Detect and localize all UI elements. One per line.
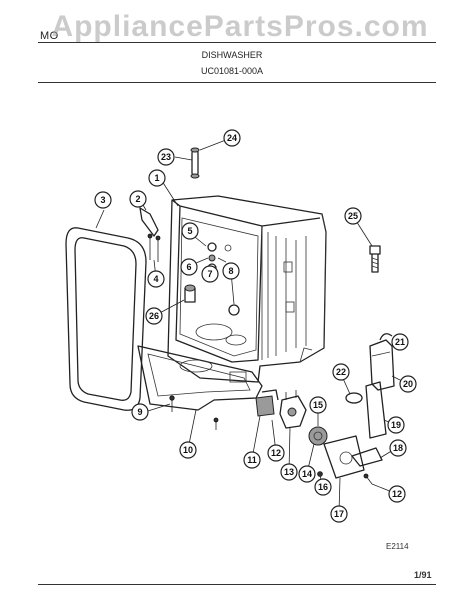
svg-text:24: 24 xyxy=(227,133,237,143)
callout-15: 15 xyxy=(309,396,327,414)
callout-17: 17 xyxy=(330,505,348,523)
callout-8: 8 xyxy=(222,262,240,280)
svg-text:12: 12 xyxy=(392,489,402,499)
svg-text:4: 4 xyxy=(153,274,158,284)
header-bottom-rule xyxy=(38,82,436,83)
header-top-rule xyxy=(38,42,436,43)
svg-text:12: 12 xyxy=(271,448,281,458)
door-panel xyxy=(137,345,263,411)
ring-22 xyxy=(345,392,363,404)
svg-text:6: 6 xyxy=(186,262,191,272)
callout-25: 25 xyxy=(344,207,362,225)
svg-text:15: 15 xyxy=(313,400,323,410)
model-label: MO xyxy=(40,30,59,42)
door-gasket xyxy=(65,227,147,411)
callout-14: 14 xyxy=(298,465,316,483)
svg-text:17: 17 xyxy=(334,509,344,519)
callout-24: 24 xyxy=(223,129,241,147)
screws-4 xyxy=(147,233,161,262)
svg-text:23: 23 xyxy=(161,152,171,162)
callout-3: 3 xyxy=(94,191,112,209)
tub xyxy=(167,195,327,383)
callout-26: 26 xyxy=(145,307,163,325)
svg-text:7: 7 xyxy=(207,269,212,279)
callout-4: 4 xyxy=(147,270,165,288)
latch-11 xyxy=(255,389,279,417)
screw-9 xyxy=(169,395,175,412)
callout-7: 7 xyxy=(201,265,219,283)
callout-12-right: 12 xyxy=(388,485,406,503)
callout-21: 21 xyxy=(391,333,409,351)
svg-text:9: 9 xyxy=(137,407,142,417)
svg-text:5: 5 xyxy=(187,226,192,236)
callout-22: 22 xyxy=(332,363,350,381)
callout-20: 20 xyxy=(399,375,417,393)
bracket-17 xyxy=(323,435,365,479)
clip-18 xyxy=(351,447,383,467)
svg-text:18: 18 xyxy=(393,443,403,453)
svg-text:2: 2 xyxy=(135,194,140,204)
bolt-25 xyxy=(369,245,381,273)
page-title: DISHWASHER xyxy=(201,50,263,60)
callout-19: 19 xyxy=(387,416,405,434)
screw-10 xyxy=(213,417,219,430)
callout-16: 16 xyxy=(314,478,332,496)
callout-11: 11 xyxy=(243,451,261,469)
svg-text:14: 14 xyxy=(302,469,312,479)
hinge-bracket xyxy=(139,207,159,237)
page-subtitle: UC01081-000A xyxy=(200,66,264,76)
svg-text:3: 3 xyxy=(100,195,105,205)
callout-9: 9 xyxy=(131,403,149,421)
callout-12-left: 12 xyxy=(267,444,285,462)
part-26-drain xyxy=(184,284,196,303)
callout-6: 6 xyxy=(180,258,198,276)
callout-2: 2 xyxy=(129,190,147,208)
callout-13: 13 xyxy=(280,463,298,481)
detergent-dispenser xyxy=(365,333,395,439)
svg-text:19: 19 xyxy=(391,420,401,430)
page-number: 1/91 xyxy=(414,570,432,580)
svg-text:22: 22 xyxy=(336,367,346,377)
callout-5: 5 xyxy=(181,222,199,240)
footer-rule xyxy=(38,584,436,585)
svg-text:1: 1 xyxy=(154,173,159,183)
cam-14-15 xyxy=(308,426,328,446)
svg-text:16: 16 xyxy=(318,482,328,492)
svg-text:11: 11 xyxy=(247,455,257,465)
part-8-seal xyxy=(228,304,240,316)
screw-12-right xyxy=(363,473,373,485)
svg-text:8: 8 xyxy=(228,266,233,276)
screw-16 xyxy=(317,471,323,477)
figure-code: E2114 xyxy=(386,542,409,551)
svg-text:13: 13 xyxy=(284,467,294,477)
svg-text:10: 10 xyxy=(183,445,193,455)
callout-1: 1 xyxy=(148,169,166,187)
svg-text:20: 20 xyxy=(403,379,413,389)
callout-18: 18 xyxy=(389,439,407,457)
svg-text:25: 25 xyxy=(348,211,358,221)
callout-10: 10 xyxy=(179,441,197,459)
watermark: AppliancePartsPros.com xyxy=(51,10,429,43)
switch-13 xyxy=(279,390,307,429)
svg-text:26: 26 xyxy=(149,311,159,321)
hinge-pin xyxy=(190,147,200,179)
svg-text:21: 21 xyxy=(395,337,405,347)
callout-23: 23 xyxy=(157,148,175,166)
